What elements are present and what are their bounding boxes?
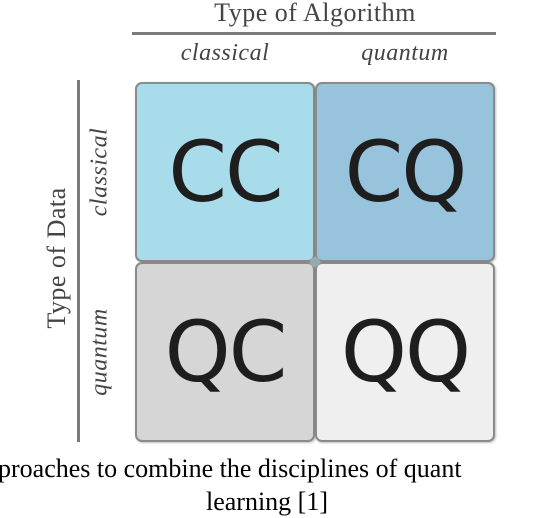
row-label-quantum: quantum [86, 308, 113, 396]
column-label-quantum: quantum [361, 40, 449, 66]
row-label-classical: classical [86, 127, 113, 217]
quadrant-grid: CC CQ QC QQ [135, 82, 495, 442]
data-axis-title: Type of Data [42, 187, 71, 329]
grid-center-dot [310, 257, 320, 267]
caption-line-2: learning [1] [205, 487, 328, 516]
algorithm-axis-title: Type of Algorithm [214, 0, 416, 27]
top-axis-rule [132, 32, 496, 35]
caption-line-1: proaches to combine the disciplines of q… [0, 454, 462, 483]
cell-cc: CC [135, 82, 315, 262]
cell-cq: CQ [315, 82, 495, 262]
cell-qc: QC [135, 262, 315, 442]
cell-qq: QQ [315, 262, 495, 442]
column-label-classical: classical [180, 40, 270, 66]
side-axis-rule [77, 80, 80, 442]
